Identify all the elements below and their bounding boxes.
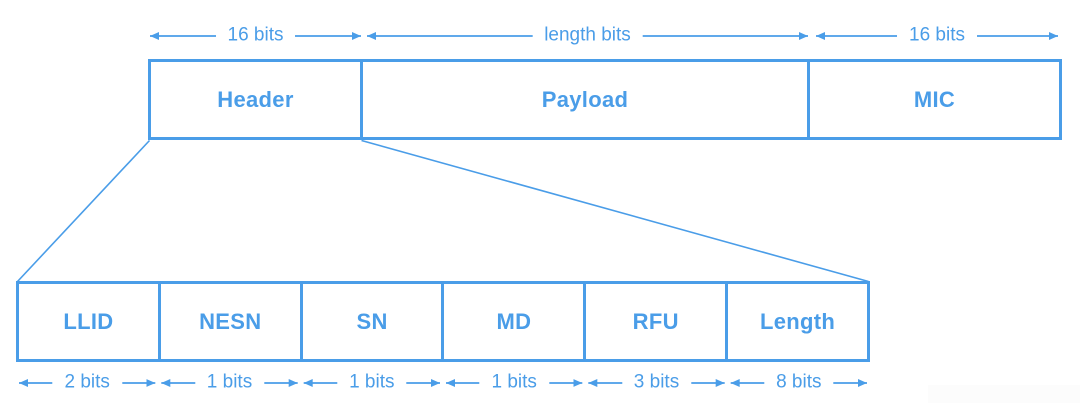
header-bits-label: 16 bits [215,24,296,48]
mic-bits-label: 16 bits [897,24,977,48]
payload-bits-label: length bits [532,24,643,48]
sn-bits-label: 1 bits [337,371,407,395]
md-bits-label: 1 bits [479,371,549,395]
field-llid-label: LLID [63,308,114,334]
field-rfu: RFU [586,284,729,359]
rfu-bits-label: 3 bits [621,371,692,395]
llid-bits-label: 2 bits [52,371,122,395]
field-payload-label: Payload [541,86,629,112]
field-payload: Payload [363,62,810,137]
field-rfu-label: RFU [632,308,679,334]
field-header-label: Header [217,86,294,112]
field-sn: SN [303,284,445,359]
field-nesn-label: NESN [199,308,262,334]
field-mic-label: MIC [913,86,956,112]
nesn-bits-label: 1 bits [194,371,265,395]
expand-connector-right [361,139,869,283]
header-detail-row: LLID NESN SN MD RFU Length [16,281,870,362]
field-md: MD [444,284,587,359]
field-nesn: NESN [161,284,303,359]
field-header: Header [151,62,363,137]
faint-background-block [928,385,1080,403]
expand-connector-left [16,139,151,283]
packet-row: Header Payload MIC [148,59,1062,140]
field-length-label: Length [759,308,836,334]
field-length: Length [728,284,867,359]
field-md-label: MD [496,308,532,334]
field-sn-label: SN [356,308,388,334]
length-bits-label: 8 bits [764,371,834,395]
field-llid: LLID [19,284,161,359]
field-mic: MIC [810,62,1059,137]
